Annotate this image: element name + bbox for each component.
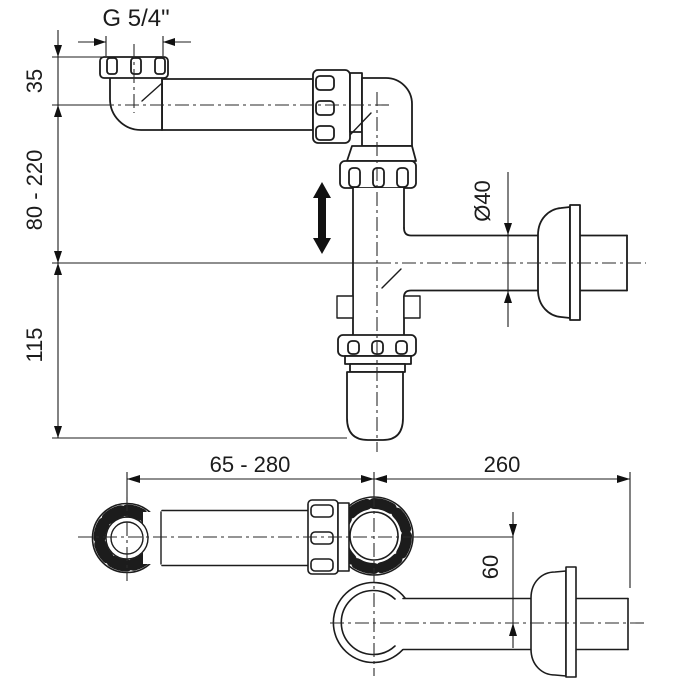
tee-tick [381,268,402,289]
pipe-diameter-label: Ø40 [470,180,495,222]
thread-dimension [78,36,191,56]
outlet-offset-label: 60 [478,555,503,579]
elbow-collar [349,72,363,133]
inlet-elbow-tick [141,83,162,102]
wall-rosette-top-view [530,566,577,678]
trap-depth-label: 115 [22,327,47,362]
thread-size-label: G 5/4" [102,5,169,32]
inlet-elbow [109,76,163,131]
dimension-arrowheads [54,45,62,438]
bayonet-lug-left [336,295,354,319]
cup-shoulder [344,355,412,365]
height-adjust-label: 80 - 220 [22,150,47,231]
cup-top-view [332,581,406,664]
outlet-length-label: 260 [484,452,521,477]
front-view-dimensions [52,30,512,439]
length-adjust-label: 65 - 280 [210,452,291,477]
corner-elbow-tick [349,112,372,136]
bayonet-lug-right [403,295,421,319]
inlet-nut-end-view [91,502,311,574]
inlet-height-label: 35 [22,69,47,93]
union-nut-horizontal [312,69,351,144]
trap-cup [346,371,404,441]
union-nut-vertical [339,160,417,189]
centerlines [78,44,646,676]
outlet-pipe-top-view [402,599,628,649]
vertical-adjust-arrow-icon [313,182,331,254]
offset-dimension [416,512,517,648]
front-view [99,56,628,441]
diameter-dimension [504,172,512,327]
corner-elbow [361,77,413,147]
top-view-dimensions [126,472,631,648]
vertical-pipe [353,188,404,335]
top-view [91,496,629,678]
elbow-shoulder [346,145,417,162]
